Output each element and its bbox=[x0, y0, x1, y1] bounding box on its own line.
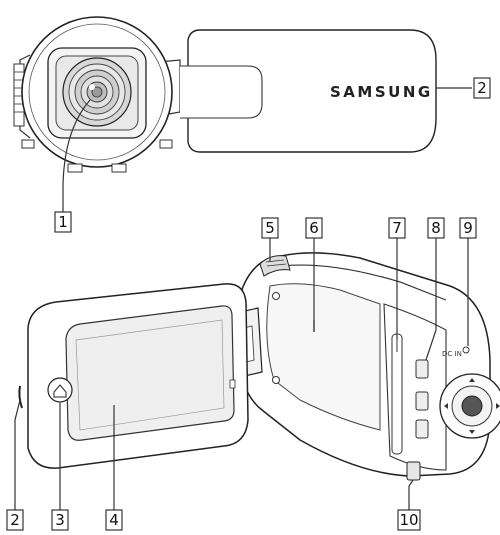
callout-box-c3 bbox=[51, 509, 69, 531]
callout-box-c9 bbox=[459, 217, 477, 239]
callout-box-c10 bbox=[397, 509, 421, 531]
home-button bbox=[47, 377, 73, 403]
callout-number-c1: 1 bbox=[58, 213, 68, 231]
callout-box-c1 bbox=[54, 211, 72, 233]
callout-number-c10: 10 bbox=[399, 511, 418, 529]
callout-number-c4: 4 bbox=[109, 511, 119, 529]
callout-box-c6 bbox=[305, 217, 323, 239]
callout-number-c2t: 2 bbox=[477, 79, 487, 97]
callout-box-c4 bbox=[105, 509, 123, 531]
camcorder-side-view: DC IN bbox=[18, 252, 500, 481]
dc-in-label: DC IN bbox=[442, 350, 462, 358]
callout-leader-c8 bbox=[425, 238, 437, 361]
callout-labels: 1 2 5 6 7 8 9 2 3 4 10 bbox=[6, 77, 491, 531]
callout-leader-c1 bbox=[62, 99, 91, 212]
callout-number-c9: 9 bbox=[463, 219, 473, 237]
callout-box-c2b bbox=[6, 509, 24, 531]
callout-box-c2t bbox=[473, 77, 491, 99]
callout-box-c5 bbox=[261, 217, 279, 239]
callout-number-c7: 7 bbox=[392, 219, 402, 237]
camcorder-front-view: SAMSUNG bbox=[13, 16, 437, 173]
samsung-logo: SAMSUNG bbox=[330, 83, 433, 101]
callout-number-c3: 3 bbox=[55, 511, 65, 529]
callout-number-c5: 5 bbox=[265, 219, 275, 237]
callout-number-c6: 6 bbox=[309, 219, 319, 237]
callout-box-c8 bbox=[427, 217, 445, 239]
lcd-panel-closed bbox=[187, 29, 437, 153]
callout-number-c8: 8 bbox=[431, 219, 441, 237]
callout-box-c7 bbox=[388, 217, 406, 239]
callout-leader-c10 bbox=[408, 479, 414, 510]
callout-leader-c2b bbox=[14, 399, 21, 510]
lcd-screen bbox=[65, 305, 235, 441]
callout-number-c2b: 2 bbox=[10, 511, 20, 529]
